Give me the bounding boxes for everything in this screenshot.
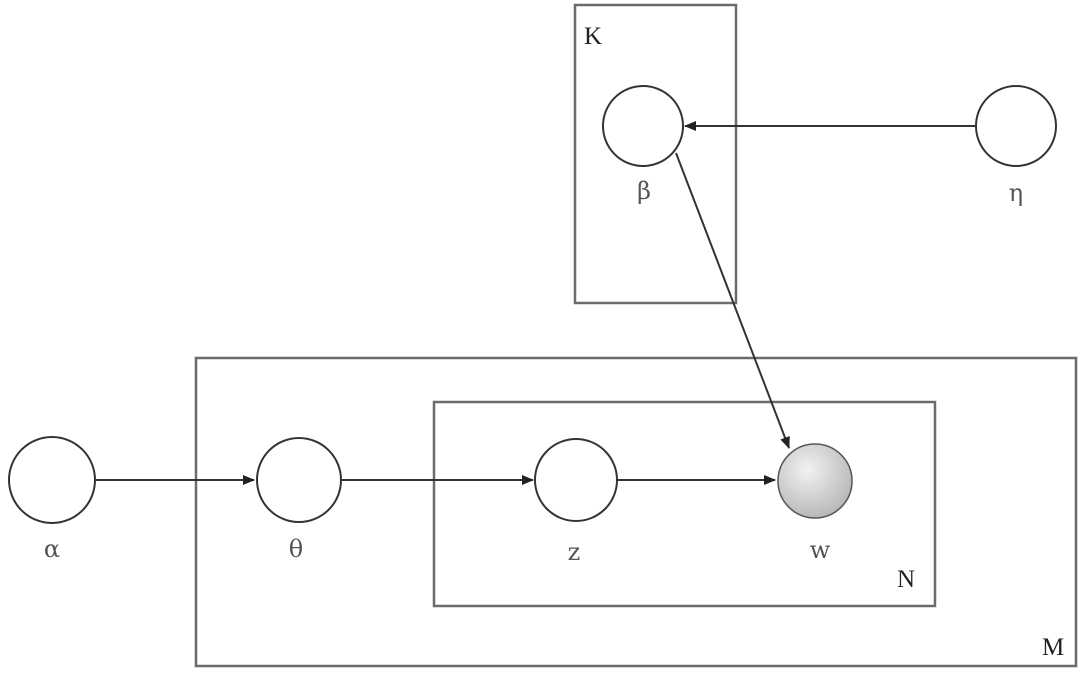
plate-k: K — [573, 3, 738, 305]
node-beta: β — [602, 85, 684, 205]
node-eta: η — [975, 85, 1057, 207]
plate-n-label: N — [897, 566, 915, 593]
plate-m: M — [194, 356, 1078, 668]
plate-n: N — [432, 400, 937, 608]
node-eta-label: η — [1009, 179, 1023, 207]
node-w-label: w — [810, 536, 831, 564]
node-theta: θ — [256, 437, 342, 563]
node-alpha: α — [8, 436, 96, 563]
node-z-label: z — [568, 538, 581, 566]
plate-k-label: K — [584, 23, 602, 50]
node-theta-label: θ — [289, 535, 303, 563]
node-w-observed: w — [777, 443, 853, 564]
node-beta-label: β — [637, 177, 651, 205]
node-z: z — [534, 438, 618, 566]
node-alpha-label: α — [44, 535, 60, 563]
plate-m-label: M — [1042, 634, 1064, 661]
edge-beta-w — [675, 152, 790, 449]
